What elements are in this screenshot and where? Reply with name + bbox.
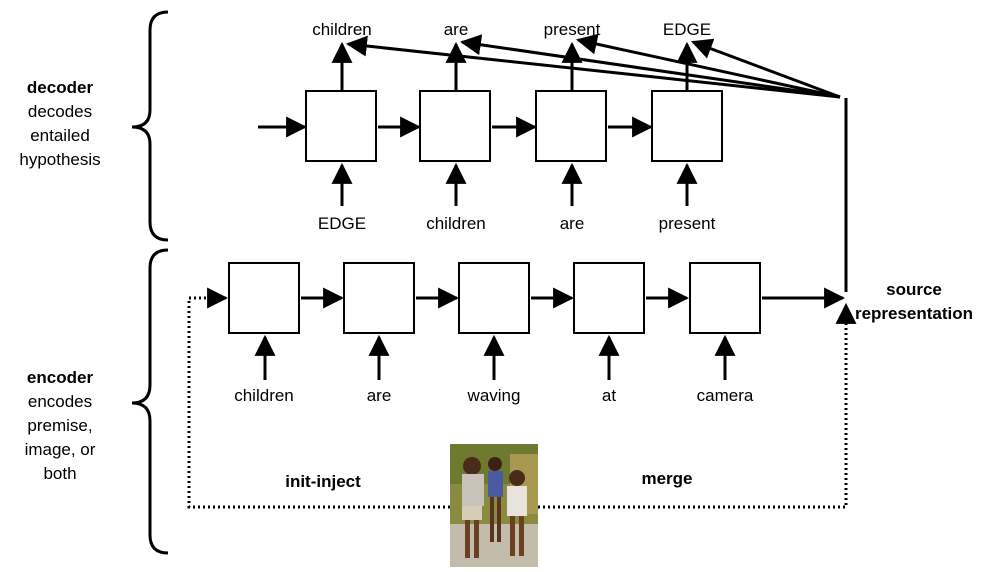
encoder-input-word: at (601, 386, 617, 405)
decoder-input-word: present (658, 214, 716, 233)
encoder-input-word: are (366, 386, 392, 405)
decoder-cell (535, 90, 607, 162)
encoder-cell (228, 262, 300, 334)
decoder-output-word: EDGE (662, 20, 712, 39)
decoder-input-word: EDGE (317, 214, 367, 233)
encoder-brace (131, 248, 169, 555)
decoder-description-line: hypothesis (19, 150, 101, 169)
decoder-title: decoder (26, 78, 94, 97)
decoder-cell (419, 90, 491, 162)
encoder-input-word: children (234, 386, 294, 405)
merge-label: merge (641, 469, 693, 488)
children-photo (450, 444, 538, 567)
encoder-cell (689, 262, 761, 334)
decoder-description-line: entailed (30, 126, 90, 145)
source-line-2: representation (854, 304, 974, 323)
decoder-cell (305, 90, 377, 162)
encoder-input-word: camera (696, 386, 754, 405)
source-line-1: source (886, 280, 942, 299)
decoder-input-word: are (559, 214, 585, 233)
children-photo-image (450, 444, 538, 567)
decoder-cell (651, 90, 723, 162)
decoder-output-word: are (443, 20, 469, 39)
init-inject-path (187, 287, 450, 509)
encoder-description-line: both (43, 464, 77, 483)
encoder-description-line: image, or (24, 440, 96, 459)
encoder-cell (343, 262, 415, 334)
attention-arrow (575, 33, 841, 99)
encoder-description-line: premise, (27, 416, 93, 435)
source-representation-label: source representation (854, 278, 974, 326)
decoder-description-line: decodes (27, 102, 93, 121)
encoder-cell (573, 262, 645, 334)
decoder-output-word: present (543, 20, 601, 39)
encoder-cell (458, 262, 530, 334)
decoder-input-word: children (426, 214, 486, 233)
encoder-input-word: waving (467, 386, 521, 405)
attention-arrow (459, 34, 841, 99)
encoder-label: encoder encodes premise, image, or both (0, 366, 120, 486)
attention-arrow (345, 35, 841, 99)
encoder-description-line: encodes (27, 392, 93, 411)
decoder-output-word: children (312, 20, 372, 39)
init-inject-label: init-inject (285, 472, 361, 491)
decoder-label: decoder decodes entailed hypothesis (0, 76, 120, 172)
encoder-title: encoder (26, 368, 94, 387)
attention-arrow (691, 38, 841, 99)
decoder-brace (131, 10, 169, 242)
